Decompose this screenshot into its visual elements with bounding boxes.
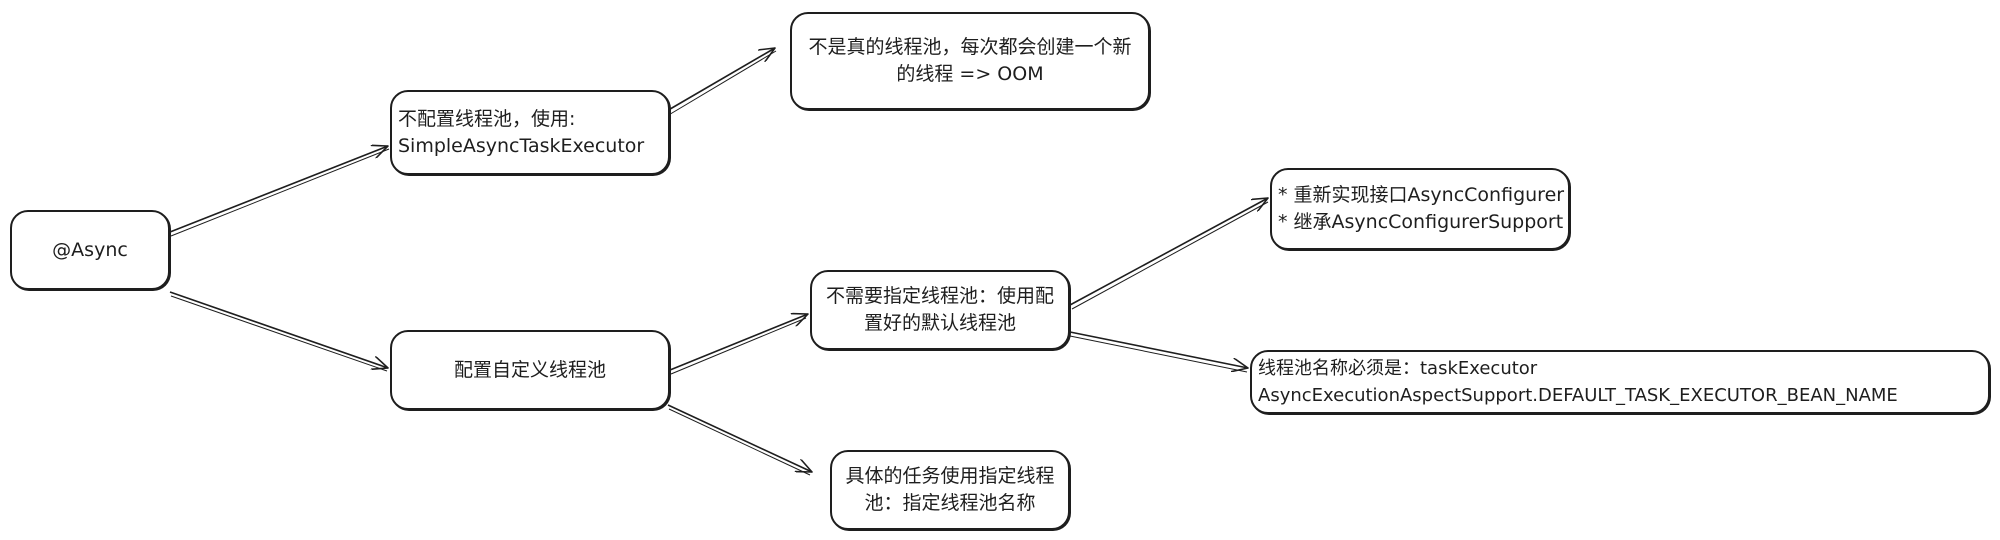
node-default-line-2: 置好的默认线程池 [863,312,1016,334]
node-custom-pool: 配置自定义线程池 [390,330,670,410]
node-notpool-line-1: 不是真的线程池，每次都会创建一个新 [808,36,1132,58]
edge-async-to-custom [169,291,388,372]
node-simple-async-task-executor: 不配置线程池，使用: SimpleAsyncTaskExecutor [390,90,670,175]
node-bean-name: 线程池名称必须是：taskExecutor AsyncExecutionAspe… [1250,350,1990,414]
edge-async-to-simple [169,146,390,237]
node-async-configurer: * 重新实现接口AsyncConfigurer * 继承AsyncConfigu… [1270,168,1570,250]
node-task-specified-pool: 具体的任务使用指定线程 池：指定线程池名称 [830,450,1070,530]
node-impl-line-2: * 继承AsyncConfigurerSupport [1278,211,1564,233]
node-task-line-2: 池：指定线程池名称 [864,492,1036,514]
node-task-line-1: 具体的任务使用指定线程 [845,465,1055,487]
node-not-real-pool: 不是真的线程池，每次都会创建一个新 的线程 => OOM [790,12,1150,110]
node-default-pool: 不需要指定线程池：使用配 置好的默认线程池 [810,270,1070,350]
node-impl-line-1: * 重新实现接口AsyncConfigurer [1278,184,1565,206]
node-default-line-1: 不需要指定线程池：使用配 [825,285,1054,307]
node-beanname-line-1: 线程池名称必须是：taskExecutor [1258,358,1538,379]
node-beanname-line-2: AsyncExecutionAspectSupport.DEFAULT_TASK… [1258,385,1898,406]
node-simple-line-1: 不配置线程池，使用: [398,107,576,130]
node-async: @Async [10,210,170,290]
edge-custom-to-task [667,404,812,476]
edge-default-to-beanname [1069,331,1248,373]
edge-custom-to-default [669,314,808,375]
node-simple-line-2: SimpleAsyncTaskExecutor [398,134,645,157]
node-notpool-line-2: 的线程 => OOM [896,63,1044,85]
node-async-line-1: @Async [52,238,128,261]
node-custom-line-1: 配置自定义线程池 [453,358,606,381]
edge-simple-to-notpool [664,48,777,117]
edge-default-to-implement [1069,198,1268,310]
